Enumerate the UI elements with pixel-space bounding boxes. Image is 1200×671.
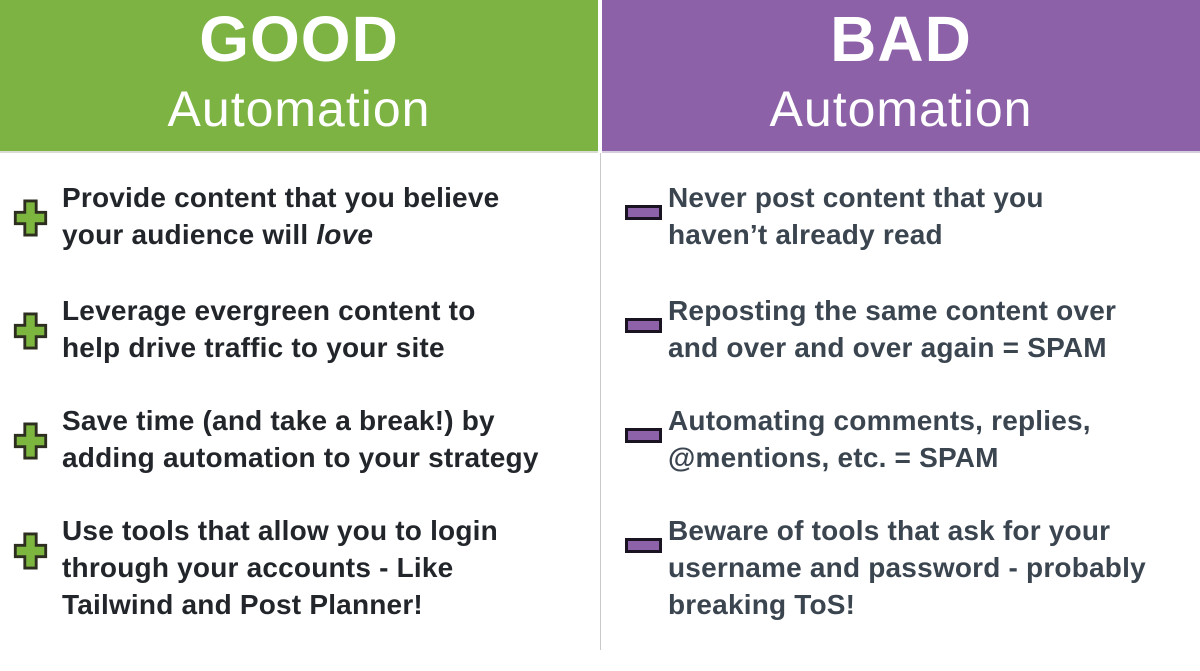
minus-icon (625, 205, 662, 220)
list-item-line: Leverage evergreen content to (62, 295, 476, 326)
list-item-text: Leverage evergreen content to help drive… (62, 292, 476, 366)
list-item-line: through your accounts - Like (62, 552, 454, 583)
list-item: Leverage evergreen content to help drive… (0, 292, 600, 366)
list-item-line: Save time (and take a break!) by (62, 405, 495, 436)
list-item-line: haven’t already read (668, 219, 943, 250)
list-item-text: Reposting the same content over and over… (668, 292, 1116, 366)
list-item-line: adding automation to your strategy (62, 442, 539, 473)
good-header-panel: GOOD Automation (0, 0, 598, 153)
list-item-text: Beware of tools that ask for your userna… (668, 512, 1146, 623)
list-item-line: your audience will love (62, 216, 499, 253)
column-divider (600, 153, 601, 650)
bad-subtitle: Automation (769, 81, 1033, 137)
list-item-line: @mentions, etc. = SPAM (668, 442, 999, 473)
line-emphasis: love (316, 219, 374, 250)
list-item-line: breaking ToS! (668, 589, 856, 620)
list-item: Automating comments, replies, @mentions,… (601, 402, 1200, 476)
list-item-line: and over and over again = SPAM (668, 332, 1107, 363)
line-text: your audience will (62, 219, 317, 250)
list-item-text: Provide content that you believe your au… (62, 179, 499, 253)
plus-icon (13, 199, 48, 237)
list-item-text: Never post content that you haven’t alre… (668, 179, 1044, 253)
good-column: Provide content that you believe your au… (0, 153, 600, 671)
list-item-line: Use tools that allow you to login (62, 515, 498, 546)
good-title: GOOD (199, 3, 399, 75)
list-item-line: Never post content that you (668, 182, 1044, 213)
bad-column: Never post content that you haven’t alre… (601, 153, 1200, 671)
list-item-line: Provide content that you believe (62, 182, 500, 213)
list-item-line: username and password - probably (668, 552, 1146, 583)
list-item: Beware of tools that ask for your userna… (601, 512, 1200, 623)
list-item-text: Save time (and take a break!) by adding … (62, 402, 539, 476)
good-subtitle: Automation (167, 81, 431, 137)
list-item-line: help drive traffic to your site (62, 332, 445, 363)
plus-icon (13, 422, 48, 460)
list-item: Provide content that you believe your au… (0, 179, 600, 253)
list-item-line: Reposting the same content over (668, 295, 1117, 326)
bad-header-panel: BAD Automation (602, 0, 1200, 153)
plus-icon (13, 312, 48, 350)
bad-title: BAD (830, 3, 972, 75)
list-item: Never post content that you haven’t alre… (601, 179, 1200, 253)
minus-icon (625, 538, 662, 553)
list-item-text: Automating comments, replies, @mentions,… (668, 402, 1091, 476)
list-item: Reposting the same content over and over… (601, 292, 1200, 366)
plus-icon (13, 532, 48, 570)
list-item-line: Automating comments, replies, (668, 405, 1091, 436)
minus-icon (625, 428, 662, 443)
list-item-text: Use tools that allow you to login throug… (62, 512, 498, 623)
list-item-line: Tailwind and Post Planner! (62, 589, 423, 620)
minus-icon (625, 318, 662, 333)
list-item: Save time (and take a break!) by adding … (0, 402, 600, 476)
list-item-line: Beware of tools that ask for your (668, 515, 1111, 546)
list-item: Use tools that allow you to login throug… (0, 512, 600, 623)
